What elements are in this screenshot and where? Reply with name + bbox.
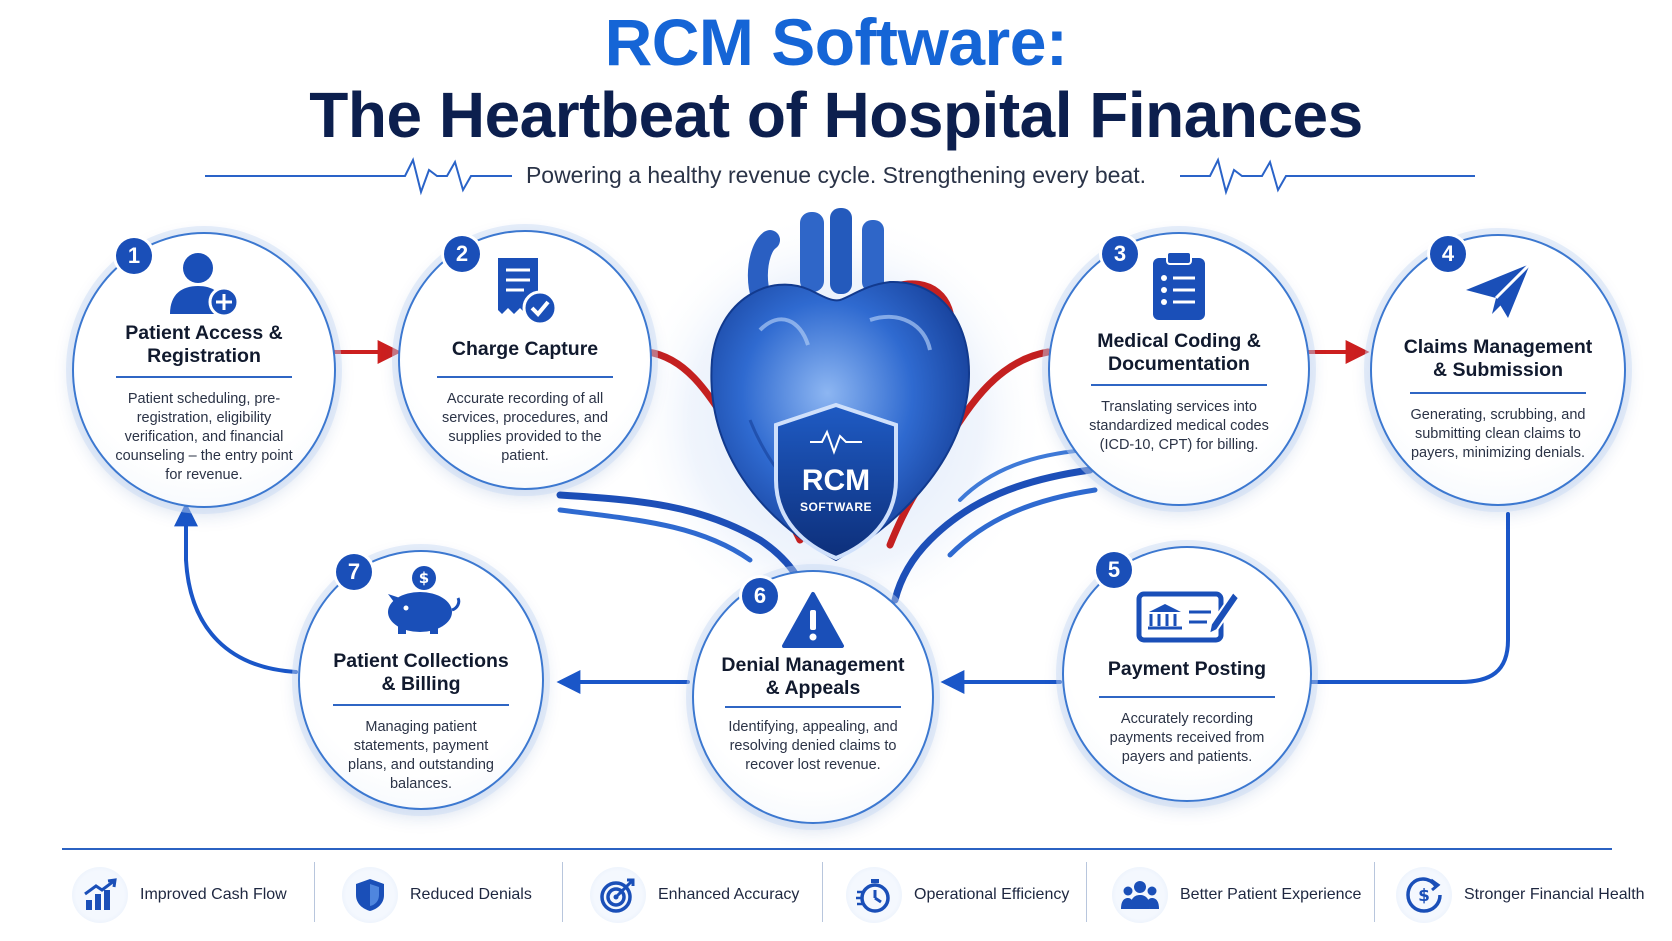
benefit-separator <box>1086 862 1087 922</box>
warning-icon <box>780 590 846 655</box>
step-rule-1 <box>116 376 292 378</box>
step-title-1: Patient Access & Registration <box>125 322 283 367</box>
step-badge-1: 1 <box>116 238 152 274</box>
benefit-improved-cash-flow: Improved Cash Flow <box>72 862 287 928</box>
shield-icon <box>342 867 398 923</box>
step-desc-3: Translating services into standardized m… <box>1089 399 1269 453</box>
step-node-6[interactable]: 6 Denial Management & Appeals Identifyin… <box>692 570 934 824</box>
step-title-4: Claims Management & Submission <box>1403 336 1593 381</box>
step-badge-4: 4 <box>1430 236 1466 272</box>
step-rule-6 <box>725 706 901 708</box>
subtitle: Powering a healthy revenue cycle. Streng… <box>525 162 1147 188</box>
benefit-label: Operational Efficiency <box>914 886 1070 903</box>
step-node-5[interactable]: 5 Payment Posting Accurately recording p… <box>1062 546 1312 802</box>
rcm-shield <box>774 402 898 561</box>
people-icon <box>1112 867 1168 923</box>
benefit-enhanced-accuracy: Enhanced Accuracy <box>590 862 799 928</box>
growth-chart-icon <box>72 867 128 923</box>
step-badge-2: 2 <box>444 236 480 272</box>
step-node-3[interactable]: 3 Medical Coding & Documentation Transla… <box>1048 232 1310 506</box>
step-rule-3 <box>1091 384 1267 386</box>
title-line-2: The Heartbeat of Hospital Finances <box>309 79 1363 151</box>
check-pen-icon <box>1135 588 1241 651</box>
benefit-better-patient-experience: Better Patient Experience <box>1112 862 1361 928</box>
shield-label: RCM <box>801 464 871 497</box>
benefit-reduced-denials: Reduced Denials <box>342 862 532 928</box>
benefit-stronger-financial-health: $ Stronger Financial Health <box>1396 862 1645 928</box>
piggy-bank-icon: $ <box>378 564 464 641</box>
shield-sublabel: SOFTWARE <box>800 500 872 514</box>
svg-text:$: $ <box>419 569 429 587</box>
clipboard-icon <box>1149 248 1209 327</box>
title-line-1: RCM Software: <box>604 5 1068 79</box>
step-title-6: Denial Management & Appeals <box>721 654 905 699</box>
step-rule-4 <box>1410 392 1586 394</box>
user-plus-icon <box>164 250 244 325</box>
paper-plane-icon <box>1462 260 1534 327</box>
receipt-check-icon <box>490 254 560 333</box>
step-title-5: Payment Posting <box>1107 658 1267 680</box>
step-node-2[interactable]: 2 Charge Capture Accurate recording of a… <box>398 230 652 490</box>
step-title-2: Charge Capture <box>451 338 599 360</box>
footer-divider <box>62 848 1612 850</box>
step-desc-1: Patient scheduling, pre-registration, el… <box>115 391 293 483</box>
benefit-label: Stronger Financial Health <box>1464 886 1645 903</box>
benefit-label: Improved Cash Flow <box>140 886 287 903</box>
step-desc-6: Identifying, appealing, and resolving de… <box>728 719 898 773</box>
benefit-separator <box>822 862 823 922</box>
benefit-separator <box>314 862 315 922</box>
flow-arrows <box>174 340 1510 694</box>
benefit-label: Reduced Denials <box>410 886 532 903</box>
step-badge-7: 7 <box>336 554 372 590</box>
step-rule-5 <box>1099 696 1275 698</box>
step-node-7[interactable]: 7 $ Patient Collections & Billing Managi… <box>298 550 544 810</box>
step-desc-5: Accurately recording payments received f… <box>1109 711 1265 765</box>
step-desc-4: Generating, scrubbing, and submitting cl… <box>1410 407 1586 461</box>
step-node-1[interactable]: 1 Patient Access & Registration Patient … <box>72 232 336 508</box>
pulse-line-left <box>205 157 512 196</box>
step-desc-2: Accurate recording of all services, proc… <box>441 391 609 464</box>
target-icon <box>590 867 646 923</box>
step-rule-2 <box>437 376 613 378</box>
benefit-separator <box>1374 862 1375 922</box>
benefit-operational-efficiency: Operational Efficiency <box>846 862 1069 928</box>
step-badge-3: 3 <box>1102 236 1138 272</box>
benefit-label: Enhanced Accuracy <box>658 886 800 903</box>
benefit-label: Better Patient Experience <box>1180 886 1362 903</box>
step-title-7: Patient Collections & Billing <box>333 650 509 695</box>
dollar-cycle-icon: $ <box>1396 867 1452 923</box>
step-rule-7 <box>333 704 509 706</box>
step-node-4[interactable]: 4 Claims Management & Submission Generat… <box>1370 234 1626 506</box>
step-badge-5: 5 <box>1096 552 1132 588</box>
svg-text:$: $ <box>1418 886 1430 906</box>
step-desc-7: Managing patient statements, payment pla… <box>348 719 494 792</box>
step-title-3: Medical Coding & Documentation <box>1097 330 1261 375</box>
benefit-separator <box>562 862 563 922</box>
pulse-line-right <box>1180 157 1475 196</box>
step-badge-6: 6 <box>742 578 778 614</box>
stopwatch-icon <box>846 867 902 923</box>
